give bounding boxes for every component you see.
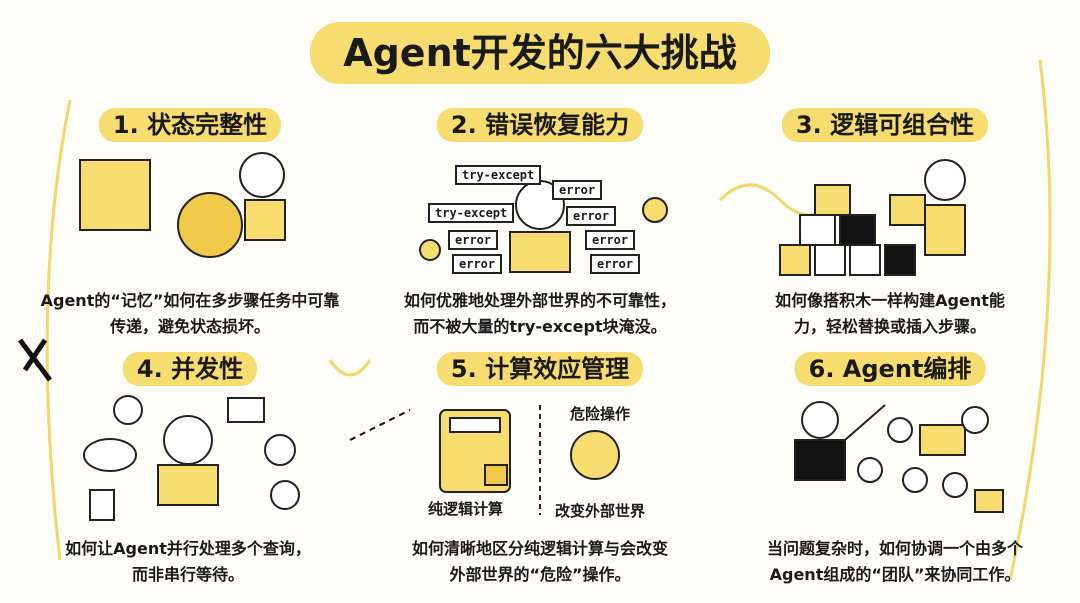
section-4-heading: 4. 并发性	[122, 352, 258, 386]
section-1-heading: 1. 状态完整性	[98, 108, 282, 142]
danger-label: 危险操作	[570, 405, 631, 423]
section-3-heading: 3. 逻辑可组合性	[781, 108, 989, 142]
error-box: error	[452, 254, 503, 274]
stressed-person-illustration	[419, 180, 668, 273]
section-2-description: 如何优雅地处理外部世界的不可靠性，而不被大量的try-except块淹没。	[403, 291, 676, 336]
section-2-heading: 2. 错误恢复能力	[436, 108, 644, 142]
blocks-illustration	[779, 159, 966, 276]
multitasking-person-illustration	[83, 395, 300, 521]
error-box: error	[448, 230, 499, 250]
try-except-box: try-except	[428, 203, 515, 223]
section-5-description: 如何清晰地区分纯逻辑计算与会改变外部世界的“危险”操作。	[411, 539, 668, 584]
section-6-description: 当问题复杂时，如何协调一个由多个Agent组成的“团队”来协同工作。	[766, 539, 1023, 584]
section-5-heading: 5. 计算效应管理	[436, 352, 644, 386]
puzzle-brain-illustration	[79, 152, 286, 258]
error-box: error	[590, 254, 641, 274]
orchestration-illustration	[794, 401, 1004, 513]
pure-logic-label: 纯逻辑计算	[428, 500, 504, 518]
section-6-heading: 6. Agent编排	[794, 352, 986, 386]
section-1-description: Agent的“记忆”如何在多步骤任务中可靠传递，避免状态损坏。	[40, 291, 340, 336]
section-3-description: 如何像搭积木一样构建Agent能力，轻松替换或插入步骤。	[775, 291, 1005, 336]
change-world-label: 改变外部世界	[555, 502, 646, 520]
error-box: error	[585, 230, 636, 250]
calculator-danger-illustration	[439, 405, 620, 515]
try-except-box: try-except	[455, 165, 542, 185]
error-box: error	[566, 206, 617, 226]
error-box: error	[552, 180, 603, 200]
section-4-description: 如何让Agent并行处理多个查询，而非串行等待。	[65, 539, 311, 584]
page-title: Agent开发的六大挑战	[310, 22, 770, 84]
